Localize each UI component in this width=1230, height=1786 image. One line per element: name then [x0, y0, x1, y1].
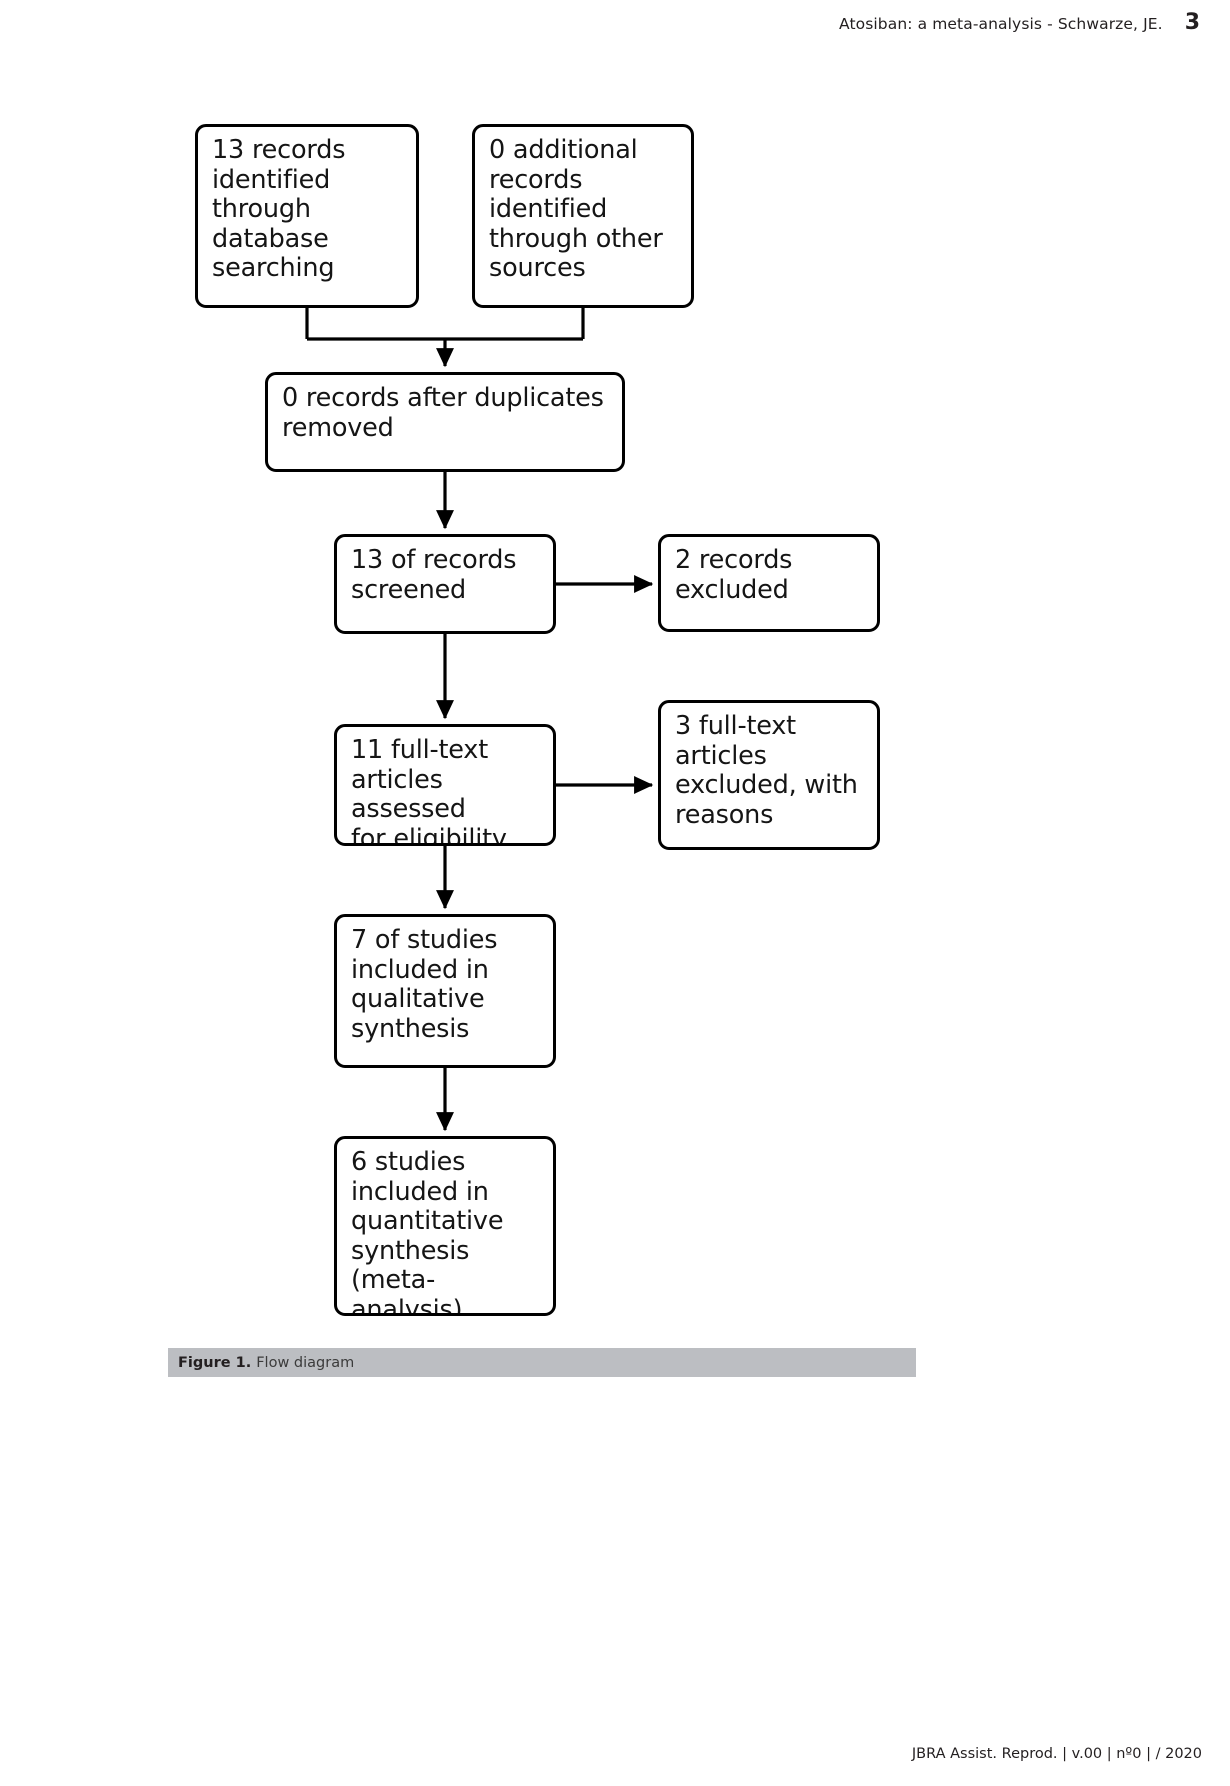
flow-node-fulltext-articles-excluded: 3 full-text articles excluded, with reas… [658, 700, 880, 850]
page-number: 3 [1184, 10, 1200, 35]
flow-node-records-screened: 13 of records screened [334, 534, 556, 634]
flow-node-studies-qualitative-synthesis: 7 of studies included in qualitative syn… [334, 914, 556, 1068]
flow-node-fulltext-articles-assessed: 11 full-text articles assessed for eligi… [334, 724, 556, 846]
flow-node-records-identified-other-sources: 0 additional records identified through … [472, 124, 694, 308]
flow-node-records-after-duplicates-removed: 0 records after duplicates removed [265, 372, 625, 472]
connector-identification-merge [305, 308, 585, 368]
running-head-title: Atosiban: a meta-analysis - Schwarze, JE… [839, 15, 1163, 33]
flow-node-records-excluded: 2 records excluded [658, 534, 880, 632]
figure-caption-label: Figure 1. [178, 1354, 252, 1371]
flow-connectors [305, 308, 654, 1132]
running-head: Atosiban: a meta-analysis - Schwarze, JE… [839, 10, 1200, 35]
flow-node-records-identified-database: 13 records identified through database s… [195, 124, 419, 308]
figure-caption-text: Flow diagram [256, 1354, 355, 1371]
page-footer: JBRA Assist. Reprod. | v.00 | nº0 | / 20… [911, 1746, 1202, 1762]
figure-caption: Figure 1. Flow diagram [168, 1348, 916, 1377]
flow-node-studies-quantitative-synthesis: 6 studies included in quantitative synth… [334, 1136, 556, 1316]
prisma-flow-diagram: 13 records identified through database s… [195, 124, 880, 1316]
